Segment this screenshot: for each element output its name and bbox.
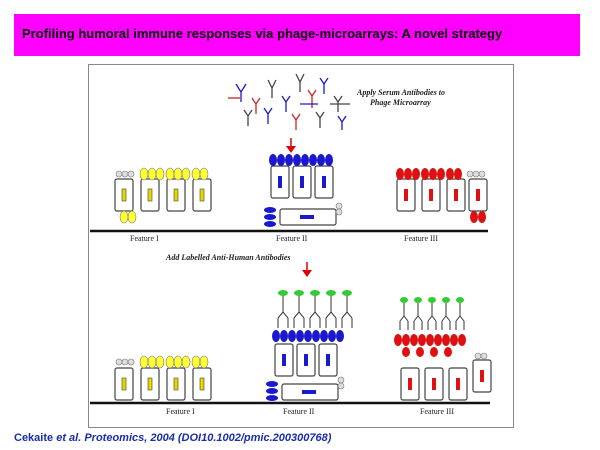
feature-ii-top-phages bbox=[264, 154, 343, 227]
feature-ii-bottom-phages bbox=[266, 290, 353, 401]
arrow-step1-icon bbox=[286, 138, 296, 153]
step2-label: Add Labelled Anti-Human Antibodies bbox=[165, 253, 291, 262]
feature-ii-top-label: Feature II bbox=[276, 234, 308, 243]
feature-i-top-phages bbox=[114, 167, 212, 224]
feature-ii-bottom-label: Feature II bbox=[283, 407, 315, 416]
serum-antibodies bbox=[228, 73, 350, 130]
feature-i-bottom-phages bbox=[114, 355, 212, 401]
feature-iii-top-label: Feature III bbox=[404, 234, 438, 243]
citation-year-doi: 2004 (DOI10.1002/pmic.200300768) bbox=[147, 432, 332, 444]
feature-i-top-label: Feature I bbox=[130, 234, 159, 243]
arrow-step2-icon bbox=[302, 262, 312, 277]
citation-et-al: et al. bbox=[56, 432, 82, 444]
title-banner: Profiling humoral immune responses via p… bbox=[14, 14, 580, 56]
citation-journal: Proteomics, bbox=[81, 432, 148, 444]
feature-iii-bottom-phages bbox=[394, 297, 492, 401]
slide-title: Profiling humoral immune responses via p… bbox=[22, 26, 503, 41]
feature-i-bottom-label: Feature I bbox=[166, 407, 195, 416]
step1-label-line2: Phage Microarray bbox=[370, 98, 431, 107]
feature-iii-bottom-label: Feature III bbox=[420, 407, 454, 416]
citation: Cekaite et al. Proteomics, 2004 (DOI10.1… bbox=[14, 432, 331, 444]
citation-authors: Cekaite bbox=[14, 432, 57, 444]
step1-label-line1: Apply Serum Antibodies to bbox=[356, 88, 445, 97]
feature-iii-top-phages bbox=[396, 168, 488, 223]
